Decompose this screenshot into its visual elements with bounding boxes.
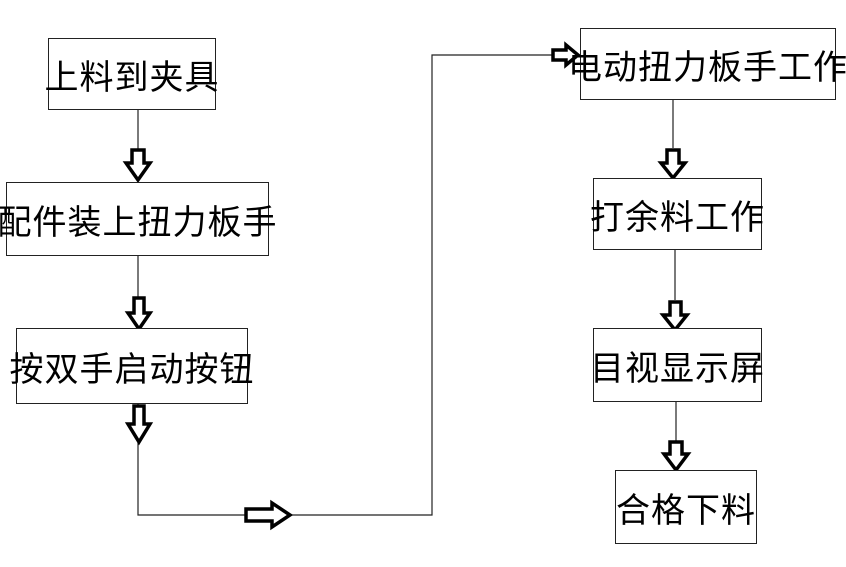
step-wrench-label: 电动扭力板手工作 — [568, 47, 846, 88]
step-wrench-box: 电动扭力板手工作 — [568, 28, 846, 100]
down-arrow-icon — [124, 404, 154, 446]
step-press-box: 按双手启动按钮 — [10, 328, 254, 404]
step-load-label: 上料到夹具 — [44, 57, 220, 98]
down-arrow-icon — [657, 148, 689, 181]
down-arrow-icon — [659, 300, 691, 333]
step-press-label: 按双手启动按钮 — [9, 349, 255, 390]
step-mount-box: 配件装上扭力板手 — [0, 182, 277, 256]
step-mount-label: 配件装上扭力板手 — [0, 202, 278, 243]
step-unload-label: 合格下料 — [616, 490, 756, 531]
step-inspect-box: 目视显示屏 — [590, 328, 765, 402]
down-arrow-icon — [660, 440, 692, 473]
step-trim-label: 打余料工作 — [590, 197, 765, 238]
step-trim-box: 打余料工作 — [590, 178, 765, 250]
step-load-box: 上料到夹具 — [45, 38, 219, 110]
step-unload-box: 合格下料 — [615, 470, 757, 544]
connector-press-to-wrench — [137, 54, 552, 516]
right-arrow-icon — [551, 41, 581, 69]
step-inspect-label: 目视显示屏 — [590, 348, 765, 389]
down-arrow-icon — [122, 148, 154, 184]
down-arrow-icon — [124, 296, 154, 333]
right-arrow-icon — [244, 499, 294, 531]
